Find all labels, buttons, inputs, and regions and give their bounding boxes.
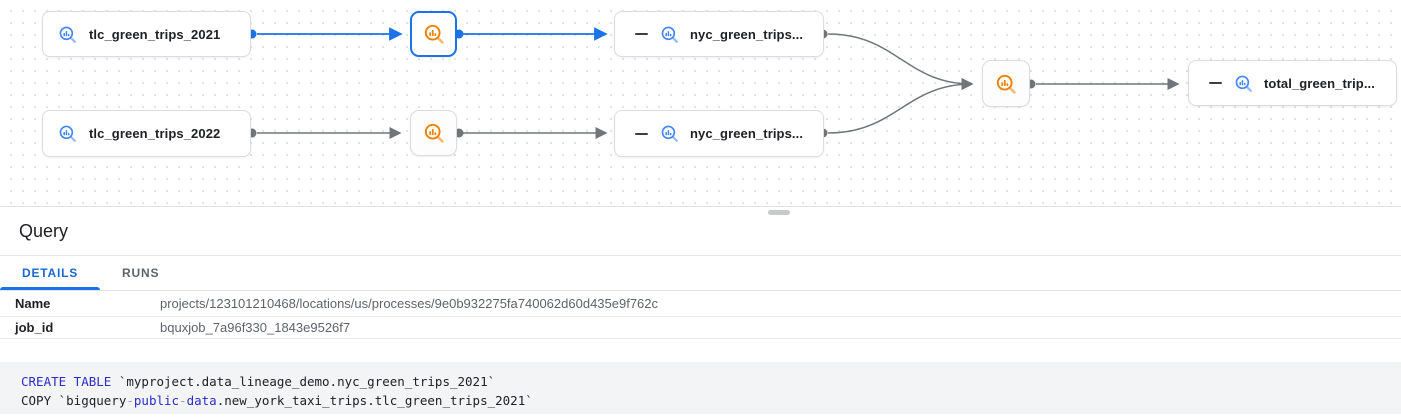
node-nyc-green-trips-2022[interactable]: nyc_green_trips... (614, 110, 824, 157)
node-label: nyc_green_trips... (690, 126, 804, 141)
edge-nyc2022-to-merge (827, 78, 974, 134)
panel-header: Query (0, 207, 1401, 256)
detail-key: job_id (15, 320, 54, 335)
sql-line: COPY `bigquery-public-data.new_york_taxi… (21, 393, 533, 408)
panel-tabs: DETAILS RUNS (0, 256, 1401, 291)
bigquery-table-icon (59, 25, 76, 43)
detail-value: projects/123101210468/locations/us/proce… (160, 296, 659, 311)
sql-line: CREATE TABLE `myproject.data_lineage_dem… (21, 374, 496, 389)
process-node-total[interactable] (982, 60, 1030, 107)
node-nyc-green-trips-2021[interactable]: nyc_green_trips... (614, 11, 824, 57)
edge-nyc2021-to-merge (827, 33, 974, 90)
node-label: nyc_green_trips... (690, 26, 804, 42)
bigquery-process-icon (996, 74, 1016, 94)
collapse-upstream-icon[interactable] (1209, 76, 1223, 90)
detail-row-job-id: job_id bquxjob_7a96f330_1843e9526f7 (0, 317, 1401, 339)
process-node-2022[interactable] (410, 110, 457, 156)
bigquery-process-icon (424, 123, 444, 143)
sql-query-code-block: CREATE TABLE `myproject.data_lineage_dem… (0, 362, 1401, 414)
collapse-upstream-icon[interactable] (635, 27, 649, 41)
detail-value: bquxjob_7a96f330_1843e9526f7 (160, 320, 351, 335)
bigquery-process-icon (424, 24, 444, 44)
panel-resize-handle[interactable] (768, 210, 790, 215)
node-tlc-green-trips-2022[interactable]: tlc_green_trips_2022 (42, 110, 251, 157)
lineage-graph-canvas[interactable]: tlc_green_trips_2021 nyc_green_trips... … (0, 0, 1401, 207)
bigquery-table-icon (59, 125, 76, 142)
tab-label: DETAILS (22, 266, 79, 280)
detail-key: Name (15, 296, 51, 311)
bigquery-table-icon (661, 25, 678, 43)
spacer (0, 339, 1401, 362)
process-node-2021-selected[interactable] (410, 11, 457, 57)
bigquery-table-icon (1235, 74, 1252, 92)
tab-runs[interactable]: RUNS (100, 256, 181, 290)
node-total-green-trips[interactable]: total_green_trip... (1188, 60, 1397, 106)
node-tlc-green-trips-2021[interactable]: tlc_green_trips_2021 (42, 11, 251, 57)
node-label: tlc_green_trips_2022 (89, 126, 221, 141)
bigquery-table-icon (661, 125, 678, 142)
details-panel: Query DETAILS RUNS Name projects/1231012… (0, 207, 1401, 414)
page-title: Query (19, 220, 69, 241)
tab-details[interactable]: DETAILS (0, 256, 101, 290)
detail-row-name: Name projects/123101210468/locations/us/… (0, 291, 1401, 317)
collapse-upstream-icon[interactable] (635, 127, 649, 141)
node-label: total_green_trip... (1264, 75, 1375, 91)
tab-label: RUNS (122, 266, 160, 280)
node-label: tlc_green_trips_2021 (89, 26, 221, 42)
